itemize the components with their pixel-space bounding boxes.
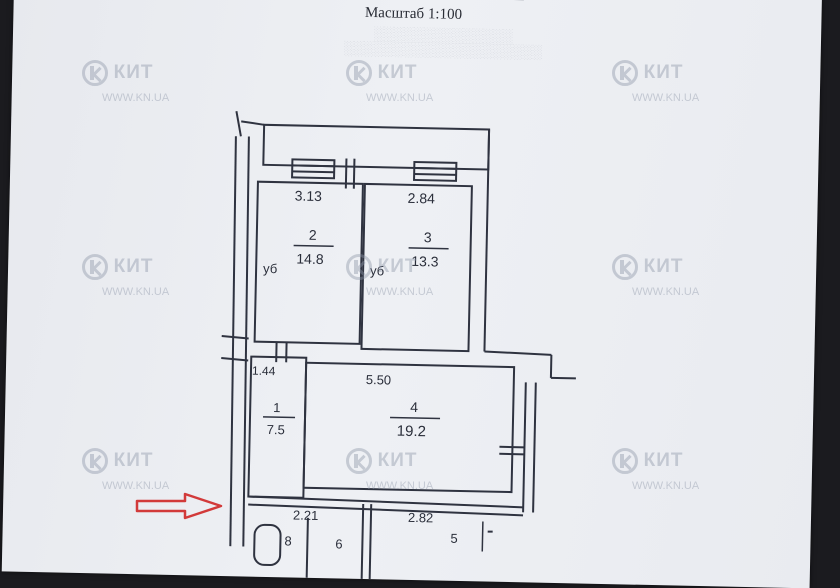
room-4-number: 4	[410, 399, 418, 415]
dimension-room3-width: 2.84	[407, 190, 435, 207]
watermark: КИТ WWW.KN.UA	[330, 60, 433, 104]
watermark: КИТ WWW.KN.UA	[596, 60, 699, 104]
kit-logo-icon	[346, 448, 372, 474]
window-left	[292, 159, 334, 178]
kit-logo-icon	[82, 448, 108, 474]
kit-logo-icon	[82, 60, 108, 86]
kit-logo-icon	[612, 448, 638, 474]
window-right	[414, 162, 456, 181]
room-1-number: 1	[273, 400, 281, 415]
room-2-area: 14.8	[296, 251, 324, 268]
room-2-height-mark: уб	[263, 261, 277, 276]
bathtub	[254, 525, 281, 566]
room-6-number: 6	[335, 536, 343, 551]
dimension-bottom-left: 2.21	[293, 507, 319, 523]
watermark: КИТ WWW.KN.UA	[596, 254, 699, 298]
dimension-room4-width: 5.50	[366, 372, 392, 388]
watermark: КИТ WWW.KN.UA	[330, 254, 433, 298]
watermark: КИТ WWW.KN.UA	[66, 60, 169, 104]
dimension-room2-width: 3.13	[295, 187, 323, 204]
kit-logo-icon	[346, 254, 372, 280]
kit-logo-icon	[346, 60, 372, 86]
dimension-bottom-right: 2.82	[408, 510, 434, 526]
watermark: КИТ WWW.KN.UA	[596, 448, 699, 492]
kit-logo-icon	[612, 254, 638, 280]
dimension-corridor-width: 1.44	[252, 364, 276, 378]
watermark: КИТ WWW.KN.UA	[66, 254, 169, 298]
watermark: КИТ WWW.KN.UA	[330, 448, 433, 492]
room-5-number: 5	[450, 531, 458, 546]
room-1-area: 7.5	[267, 422, 285, 437]
entrance-arrow-icon	[135, 491, 225, 521]
kit-logo-icon	[82, 254, 108, 280]
room-8-number: 8	[284, 533, 292, 548]
kit-logo-icon	[612, 60, 638, 86]
room-2-number: 2	[309, 227, 317, 243]
room-4-area: 19.2	[397, 423, 427, 441]
watermark: КИТ WWW.KN.UA	[66, 448, 169, 492]
room-3-number: 3	[424, 229, 432, 245]
